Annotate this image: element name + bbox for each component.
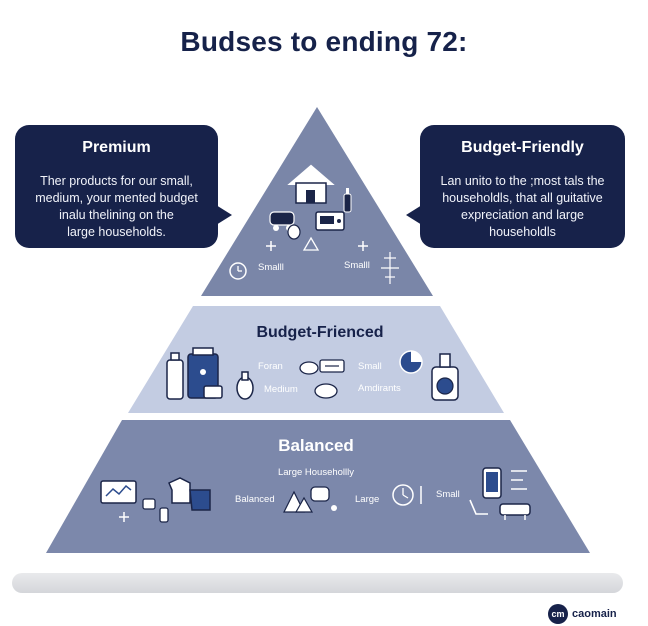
tier-middle-label: Small (358, 361, 382, 372)
tier-bottom-label: Small (436, 489, 460, 500)
bathtub-icon (499, 503, 531, 520)
callout-budget-friendly-heading: Budget-Friendly (461, 139, 584, 156)
phone-icon (482, 467, 502, 499)
shirt-icon (168, 477, 211, 511)
tier-bottom-subheading: Large Househollly (277, 467, 355, 478)
plus-icon (358, 241, 368, 251)
mountains-icon (283, 490, 314, 513)
clock-icon (229, 262, 247, 280)
tier-top-label-right: Smalll (344, 260, 370, 271)
page-title: Budses to ending 72: (180, 26, 468, 57)
logo-mark-icon: cm (548, 604, 568, 624)
callout-budget-friendly-line: householdls (489, 225, 556, 239)
appliance-icon (315, 211, 345, 231)
callout-premium-line: Ther products for our small, (40, 174, 193, 188)
bowl-icon (314, 383, 338, 399)
list-icon (511, 470, 527, 490)
callout-budget-friendly-line: expreciation and large (461, 208, 584, 222)
chair-icon (469, 499, 488, 515)
brand-logo: cm caomain (548, 604, 617, 624)
cup-icon (142, 498, 156, 510)
warning-triangle-icon (302, 236, 320, 251)
pie-icon (399, 350, 423, 374)
callout-premium-line: large households. (67, 225, 166, 239)
house-icon (287, 164, 335, 204)
cat-icon (310, 486, 337, 511)
callout-budget-friendly: Budget-Friendly Lan unito to the ;most t… (420, 125, 625, 248)
tier-middle-heading: Budget-Frienced (256, 324, 384, 341)
callout-budget-friendly-pointer (406, 205, 422, 225)
callout-premium-pointer (216, 205, 232, 225)
tier-top-label-left: Smalll (258, 262, 284, 273)
tier-middle-label: Amdirants (358, 383, 401, 394)
callout-premium: Premium Ther products for our small, med… (15, 125, 218, 248)
vase-icon (287, 224, 301, 240)
callout-premium-line: inalu thelining on the (59, 208, 174, 222)
card-icon (319, 359, 345, 373)
bottle-icon (159, 507, 169, 523)
callout-budget-friendly-line: Lan unito to the ;most tals the (440, 174, 605, 188)
callout-budget-friendly-line: householdls, that all guitative (442, 191, 603, 205)
tier-bottom-label: Large (355, 494, 380, 505)
callout-premium-heading: Premium (82, 139, 151, 156)
clock-icon (392, 484, 422, 506)
tier-middle-label: Medium (264, 384, 298, 395)
plus-icon (119, 512, 129, 522)
bottle-icon (343, 188, 352, 213)
bottle-icon (166, 352, 184, 400)
vase-icon (236, 371, 254, 400)
tier-bottom-heading: Balanced (278, 436, 354, 455)
sparkle-icon (381, 252, 399, 284)
callout-premium-line: medium, your mented budget (35, 191, 198, 205)
dish-stack-icon (203, 385, 223, 399)
plus-icon (266, 241, 276, 251)
tier-bottom-label: Balanced (235, 494, 275, 505)
pyramid-base-bar (12, 573, 623, 593)
pot-icon (299, 361, 319, 375)
tier-middle-label: Foran (258, 361, 283, 372)
logo-text: caomain (572, 608, 617, 620)
monitor-icon (100, 480, 137, 504)
washing-machine-icon (431, 353, 459, 401)
